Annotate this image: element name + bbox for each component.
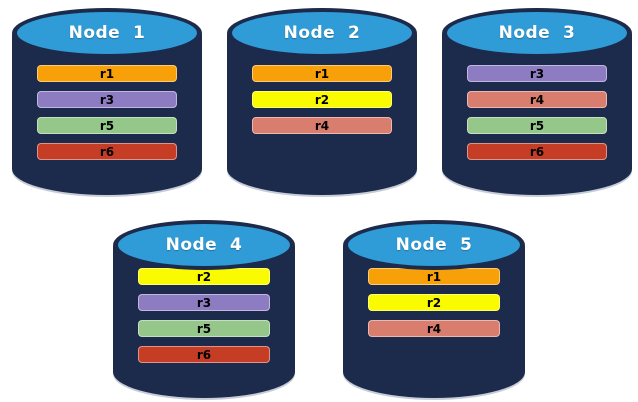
cylinder-top-ellipse: Node 3	[447, 12, 627, 54]
node-label: Node 5	[395, 235, 473, 255]
replica-bar-r1: r1	[368, 268, 500, 285]
replica-list: r1 r2 r4	[343, 268, 525, 337]
database-node-5: r1 r2 r4 Node 5	[343, 220, 525, 398]
node-row-top: r1 r3 r5 r6 Node 1 r1 r2 r4 Node 2 r3 r4 r5 r6 N…	[12, 8, 632, 195]
replica-bar-r6: r6	[467, 143, 607, 160]
replica-bar-r5: r5	[467, 117, 607, 134]
replica-bar-r3: r3	[467, 65, 607, 82]
replica-bar-r5: r5	[138, 320, 270, 337]
cylinder-top: Node 5	[343, 220, 525, 270]
replica-list: r3 r4 r5 r6	[442, 65, 632, 160]
database-node-4: r2 r3 r5 r6 Node 4	[113, 220, 295, 398]
node-label: Node 1	[68, 23, 146, 43]
replica-bar-r6: r6	[37, 143, 177, 160]
node-row-bottom: r2 r3 r5 r6 Node 4 r1 r2 r4 Node 5	[0, 220, 638, 398]
replica-bar-r2: r2	[368, 294, 500, 311]
replica-bar-r2: r2	[252, 91, 392, 108]
replica-bar-r1: r1	[252, 65, 392, 82]
replica-bar-r3: r3	[138, 294, 270, 311]
node-label: Node 2	[283, 23, 361, 43]
node-label: Node 3	[498, 23, 576, 43]
replica-bar-r1: r1	[37, 65, 177, 82]
replica-list: r2 r3 r5 r6	[113, 268, 295, 363]
cylinder-top-ellipse: Node 5	[348, 224, 520, 266]
cylinder-top-ellipse: Node 1	[17, 12, 197, 54]
cylinder-body	[12, 34, 202, 195]
cylinder-top: Node 1	[12, 8, 202, 58]
node-label: Node 4	[165, 235, 243, 255]
database-node-3: r3 r4 r5 r6 Node 3	[442, 8, 632, 195]
cylinder-top: Node 2	[227, 8, 417, 58]
replica-bar-r5: r5	[37, 117, 177, 134]
cylinder-body	[442, 34, 632, 195]
replica-bar-r2: r2	[138, 268, 270, 285]
database-node-1: r1 r3 r5 r6 Node 1	[12, 8, 202, 195]
cylinder-body	[227, 34, 417, 195]
cylinder-top: Node 4	[113, 220, 295, 270]
cylinder-top-ellipse: Node 4	[118, 224, 290, 266]
replica-bar-r4: r4	[368, 320, 500, 337]
replica-bar-r4: r4	[252, 117, 392, 134]
database-node-2: r1 r2 r4 Node 2	[227, 8, 417, 195]
replica-list: r1 r3 r5 r6	[12, 65, 202, 160]
replica-bar-r6: r6	[138, 346, 270, 363]
cylinder-top: Node 3	[442, 8, 632, 58]
replica-list: r1 r2 r4	[227, 65, 417, 134]
replica-bar-r4: r4	[467, 91, 607, 108]
replica-bar-r3: r3	[37, 91, 177, 108]
cylinder-top-ellipse: Node 2	[232, 12, 412, 54]
